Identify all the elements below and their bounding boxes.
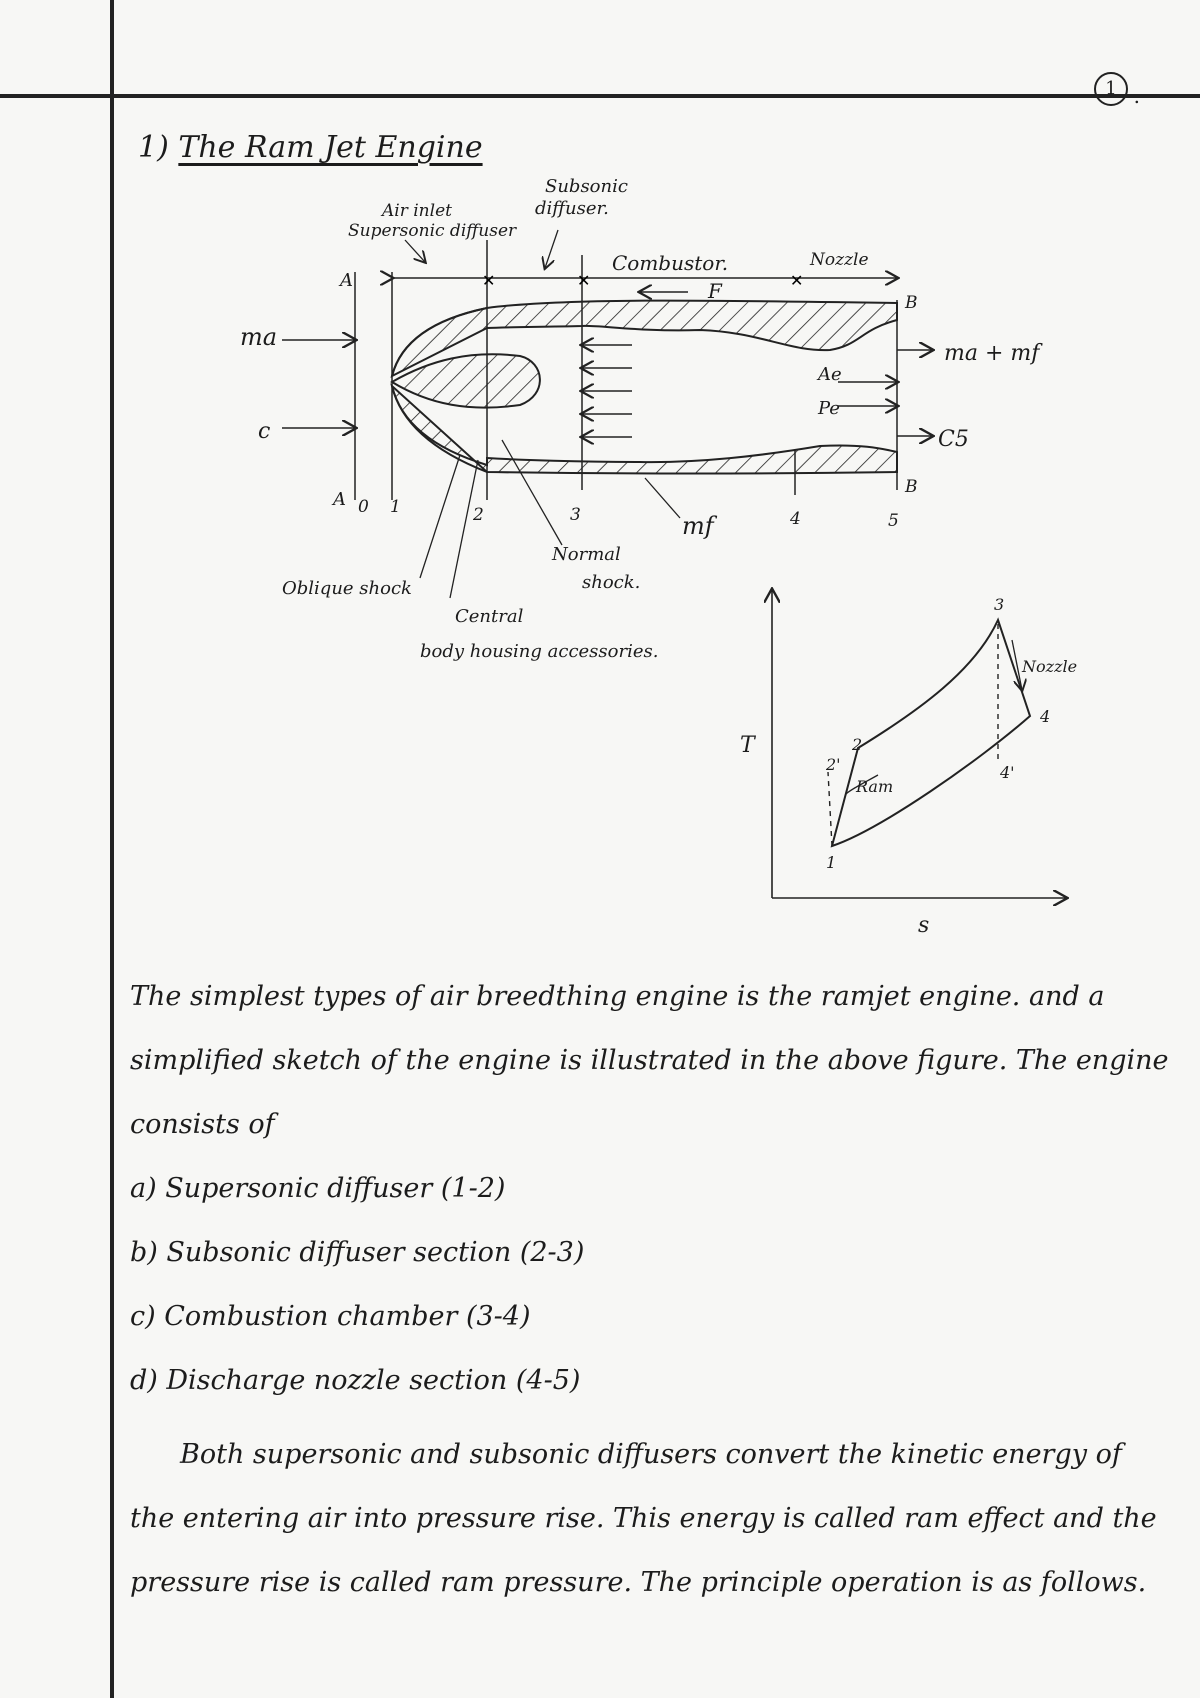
margin-line-horizontal [0,94,1200,98]
list-item: d) Discharge nozzle section (4-5) [130,1365,581,1396]
label-supersonic-diffuser: Supersonic diffuser [348,221,517,241]
station-label-2: 2 [472,505,484,525]
pointer-normal-shock [501,439,563,546]
body-text: The simplest types of air breedthing eng… [130,965,1170,1615]
label-combustor: Combustor. [612,251,728,275]
page-number: 1 [1094,72,1128,106]
station-label-1: 1 [390,497,401,517]
dim-tick-4: ✕ [790,271,803,290]
dim-tick-3: ✕ [577,271,590,290]
label-oblique-shock: Oblique shock [282,578,412,599]
label-air-inlet: Air inlet [380,201,452,221]
intro-paragraph: The simplest types of air breedthing eng… [130,981,1169,1140]
ts-ram-label: Ram [855,777,893,796]
label-exit-pressure: Pe [817,398,840,419]
station-label-0: 0 [358,497,369,517]
ramjet-diagram: ✕ ✕ ✕ Air inlet [240,176,1077,938]
pointer-supersonic [404,239,425,262]
ts-diagram: T s 1 2' 2 3 4 4' Ram Nozzle [740,590,1077,938]
station-label-4: 4 [789,509,801,529]
casing-top-lip [391,307,488,377]
station-label-5: 5 [888,511,899,531]
heading-title: The Ram Jet Engine [178,130,483,165]
label-subsonic: Subsonic [545,176,628,197]
pointer-fuel [644,477,681,519]
list-item: b) Subsonic diffuser section (2-3) [130,1237,585,1268]
casing-top [390,299,898,378]
label-central-body-1: Central [455,606,524,627]
ts-dash-2prime [827,771,833,847]
heading-number: 1) [138,130,169,165]
ts-cycle [830,617,1032,848]
label-flame: F [707,279,723,303]
station-label-3: 3 [570,505,581,525]
explanation-paragraph: Both supersonic and subsonic diffusers c… [130,1439,1157,1598]
label-exit-velocity: C5 [938,427,969,452]
ts-point-3: 3 [994,595,1004,614]
label-section-b-bottom: B [904,477,918,497]
pointer-subsonic [545,229,559,268]
label-section-a-top: A [338,270,353,291]
page-number-dot: . [1133,84,1140,108]
component-list: a) Supersonic diffuser (1-2) b) Subsonic… [130,1157,1170,1413]
label-central-body-2: body housing accessories. [420,641,658,662]
ts-point-2: 2 [851,735,862,754]
casing-bottom-lip [391,385,488,473]
dim-tick-2: ✕ [482,271,495,290]
ts-ram-pointer [845,774,879,795]
ts-nozzle-arrow [1011,639,1022,690]
ts-point-4: 4 [1039,707,1050,726]
ts-point-4prime: 4' [999,763,1015,782]
section-heading: 1) The Ram Jet Engine [138,130,483,165]
label-normal-shock-1: Normal [551,544,621,565]
pointer-oblique-shock [419,454,461,579]
label-section-b-top: B [904,293,918,313]
label-fuel: mf [682,512,718,540]
label-inlet-mass: ma [240,323,277,351]
list-item: a) Supersonic diffuser (1-2) [130,1173,506,1204]
ts-point-1: 1 [826,853,836,872]
margin-line-vertical [110,0,114,1698]
list-item: c) Combustion chamber (3-4) [130,1301,531,1332]
label-exit-mass: ma + mf [944,341,1043,366]
ts-y-label: T [740,733,757,758]
central-body [390,353,541,409]
label-normal-shock-2: shock. [582,572,640,593]
ts-nozzle-label: Nozzle [1021,657,1077,676]
label-exit-area: Ae [816,364,842,385]
ts-x-label: s [918,913,929,938]
pointer-central-body [449,459,479,599]
label-nozzle: Nozzle [809,250,869,270]
label-diffuser: diffuser. [535,198,609,219]
casing-bottom [390,383,898,475]
label-section-a-bottom: A [331,489,346,510]
ts-point-2prime: 2' [825,755,841,774]
label-inlet-velocity: c [258,419,270,444]
